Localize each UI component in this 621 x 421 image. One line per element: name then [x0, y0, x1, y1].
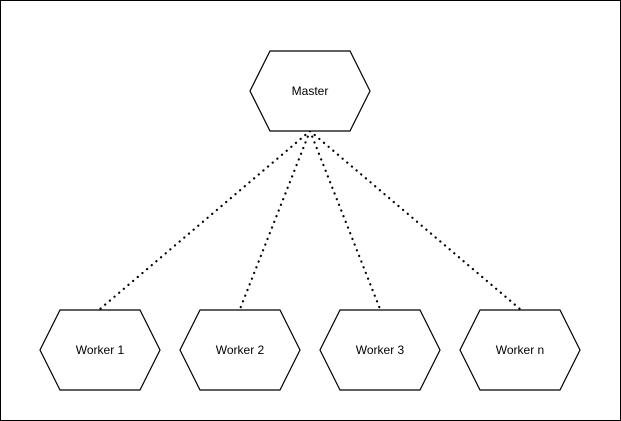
worker-3-hexagon — [319, 309, 441, 391]
worker-2-label: Worker 2 — [216, 343, 265, 357]
worker-1-hexagon — [39, 309, 161, 391]
master-node: Master — [249, 50, 371, 132]
worker-node-2: Worker 2 — [179, 309, 301, 391]
worker-n-label: Worker n — [496, 343, 544, 357]
connectors — [98, 129, 522, 311]
connector-master-worker-1 — [98, 129, 312, 311]
worker-node-n: Worker n — [459, 309, 581, 391]
connector-master-worker-n — [308, 129, 522, 311]
worker-node-3: Worker 3 — [319, 309, 441, 391]
master-hexagon — [249, 50, 371, 132]
connector-master-worker-2 — [238, 129, 312, 311]
worker-node-1: Worker 1 — [39, 309, 161, 391]
connector-master-worker-3 — [308, 129, 382, 311]
worker-3-label: Worker 3 — [356, 343, 405, 357]
worker-1-label: Worker 1 — [76, 343, 125, 357]
worker-2-hexagon — [179, 309, 301, 391]
worker-n-hexagon — [459, 309, 581, 391]
master-label: Master — [292, 84, 329, 98]
